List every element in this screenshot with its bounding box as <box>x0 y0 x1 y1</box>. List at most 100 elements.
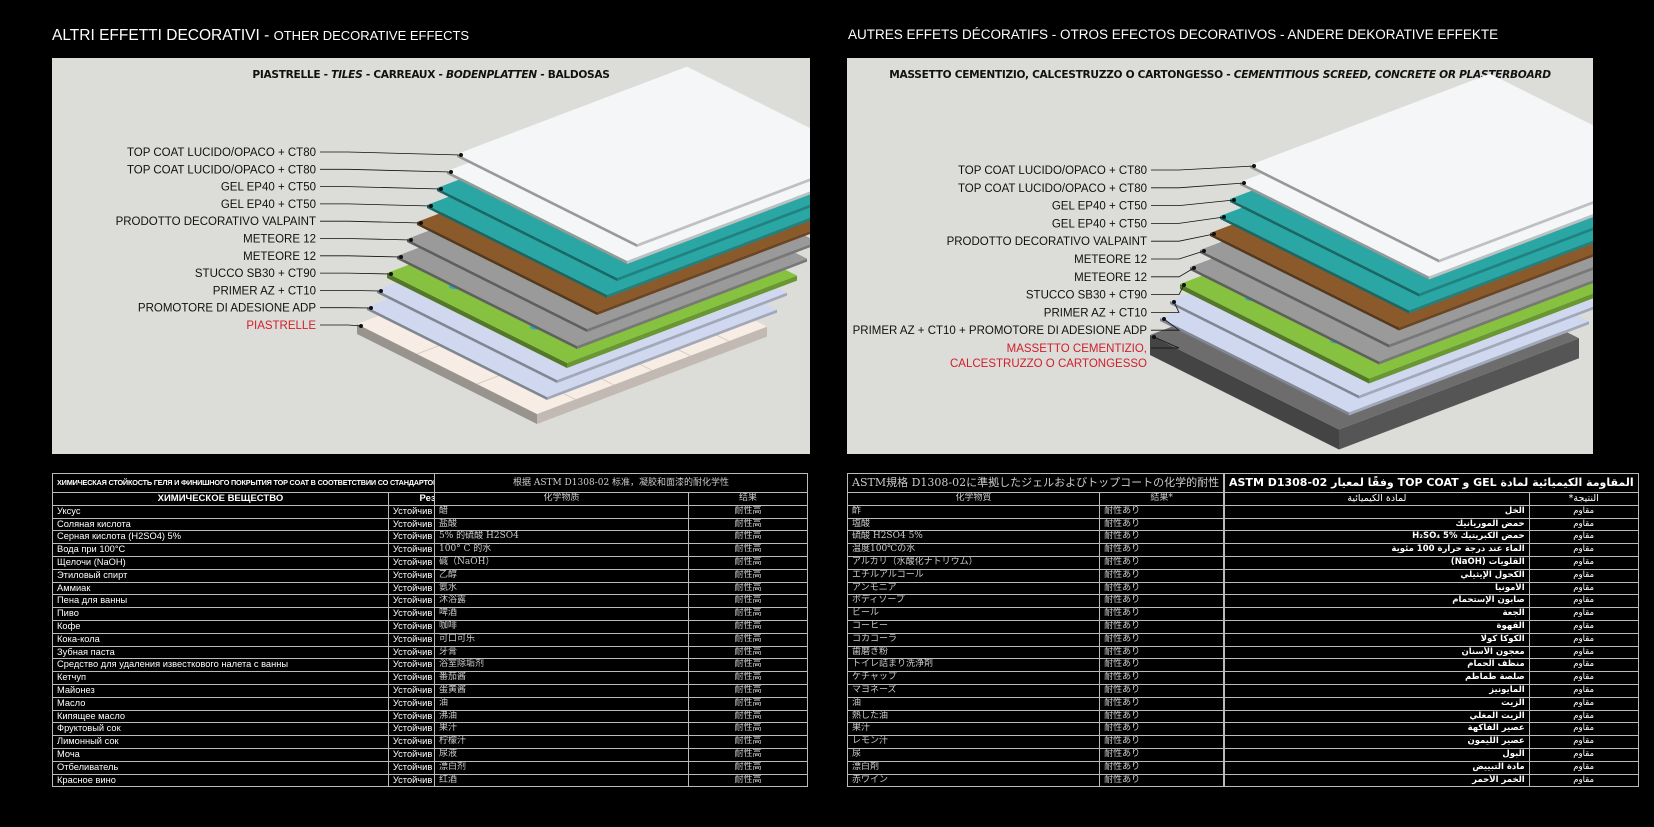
substance-cell: القلويات (NaOH) <box>1224 555 1530 570</box>
layer-plate-side-edge <box>1240 182 1429 280</box>
table-row: 硫酸 H2SO4 5%耐性あり <box>846 530 1225 545</box>
table-row: 尿液耐性高 <box>434 747 808 762</box>
leader-dot <box>1162 317 1166 321</box>
leader-dot <box>1192 266 1196 270</box>
leader-line <box>320 186 442 190</box>
leader-line <box>1151 165 1255 171</box>
table-row: ケチャップ耐性あり <box>846 671 1225 685</box>
result-cell: 耐性あり <box>1099 555 1225 570</box>
layer-plate-front-edge <box>637 178 810 247</box>
col-header: النتيجة* <box>1528 492 1639 506</box>
substance-cell: アンモニア <box>846 581 1101 596</box>
layer-plate-front-edge <box>607 217 810 298</box>
table-title: المقاومة الكيميائية لمادة GEL و TOP COAT… <box>1224 473 1639 493</box>
layer-plate-side-edge <box>1170 301 1359 399</box>
col-header: 化学物质 <box>434 492 689 506</box>
substance-cell: トイレ詰まり洗浄剤 <box>846 658 1101 673</box>
substance-cell: Майонез <box>52 683 389 698</box>
substance-cell: 氨水 <box>434 581 689 596</box>
substance-cell: 油 <box>846 696 1101 711</box>
col-header: 结果 <box>688 492 808 506</box>
base-plate-side-edge <box>1150 335 1339 450</box>
substance-cell: Серная кислота (H2SO4) 5% <box>52 530 389 545</box>
layer-plate-side-edge <box>407 239 587 332</box>
result-cell: 耐性高 <box>688 696 808 711</box>
substance-cell: الجعة <box>1224 607 1530 621</box>
leader-line <box>1151 267 1195 278</box>
substance-cell: صابون الإستحمام <box>1224 594 1530 609</box>
title-part: MASSETTO CEMENTIZIO, CALCESTRUZZO O CART… <box>889 69 1234 81</box>
substance-cell: 沐浴露 <box>434 594 689 609</box>
result-cell: 耐性高 <box>688 645 808 660</box>
layer-label: TOP COAT LUCIDO/OPACO + CT80 <box>958 183 1147 195</box>
table-row: 100° C 的水耐性高 <box>434 543 808 557</box>
substance-cell: ビール <box>846 607 1101 621</box>
substance-cell: Кока-кола <box>52 632 389 647</box>
substance-cell: Кипящее масло <box>52 709 389 724</box>
base-plate-front-edge <box>537 326 767 424</box>
result-cell: 耐性高 <box>688 594 808 609</box>
layer-plate <box>457 66 810 247</box>
layer-plate-side-edge <box>367 307 547 400</box>
table-row: ビール耐性あり <box>846 607 1225 621</box>
substance-cell: Масло <box>52 696 389 711</box>
base-label: MASSETTO CEMENTIZIO, <box>1007 343 1147 355</box>
layer-label: METEORE 12 <box>243 234 316 246</box>
result-cell: 耐性あり <box>1099 658 1225 673</box>
layer-plate-front-edge <box>597 231 810 315</box>
base-label: CALCESTRUZZO O CARTONGESSO <box>950 358 1147 370</box>
leader-line <box>1151 284 1185 296</box>
table-row: 尿耐性あり <box>846 747 1225 762</box>
base-label: PIASTRELLE <box>246 320 316 332</box>
result-cell: 耐性あり <box>1099 696 1225 711</box>
header-left: ALTRI EFFETTI DECORATIVI - OTHER DECORAT… <box>52 27 469 45</box>
substance-cell: マヨネーズ <box>846 683 1101 698</box>
substance-cell: الكوكا كولا <box>1224 632 1530 647</box>
result-cell: 耐性あり <box>1099 735 1225 749</box>
substance-cell: الأمونيا <box>1224 581 1530 596</box>
leader-dot <box>1232 198 1236 202</box>
result-cell: 耐性あり <box>1099 722 1225 737</box>
layer-plate-side-edge <box>457 154 637 247</box>
result-cell: 耐性あり <box>1099 504 1225 519</box>
result-cell: 耐性高 <box>688 619 808 634</box>
leader-dot <box>459 153 463 157</box>
substance-cell: Средство для удаления известкового налет… <box>52 658 389 673</box>
substance-cell: Кофе <box>52 619 389 634</box>
substance-cell: صلصة طماطم <box>1224 671 1530 685</box>
result-cell: مقاوم <box>1528 517 1639 532</box>
result-cell: مقاوم <box>1528 581 1639 596</box>
table-row: ボディソープ耐性あり <box>846 594 1225 609</box>
table-arabic: المقاومة الكيميائية لمادة GEL و TOP COAT… <box>1224 473 1639 788</box>
layer-plate <box>1250 73 1593 263</box>
result-cell: مقاوم <box>1528 543 1639 557</box>
result-cell: مقاوم <box>1528 619 1639 634</box>
result-cell: 耐性高 <box>688 683 808 698</box>
layer-plate-front-edge <box>1439 200 1593 263</box>
result-cell: مقاوم <box>1528 709 1639 724</box>
layer-plate-top <box>1250 73 1593 260</box>
result-cell: مقاوم <box>1528 568 1639 583</box>
layer-plate-front-edge <box>1379 280 1593 365</box>
result-cell: مقاوم <box>1528 632 1639 647</box>
substance-cell: ボディソープ <box>846 594 1101 609</box>
result-cell: 耐性高 <box>688 722 808 737</box>
layer-plate-front-edge <box>1429 214 1593 280</box>
leader-line <box>320 220 422 224</box>
substance-cell: エチルアルコール <box>846 568 1101 583</box>
substance-cell: Лимонный сок <box>52 735 389 749</box>
leader-dot <box>379 289 383 293</box>
leader-line <box>1151 182 1245 189</box>
layer-plate-front-edge <box>1419 227 1593 297</box>
